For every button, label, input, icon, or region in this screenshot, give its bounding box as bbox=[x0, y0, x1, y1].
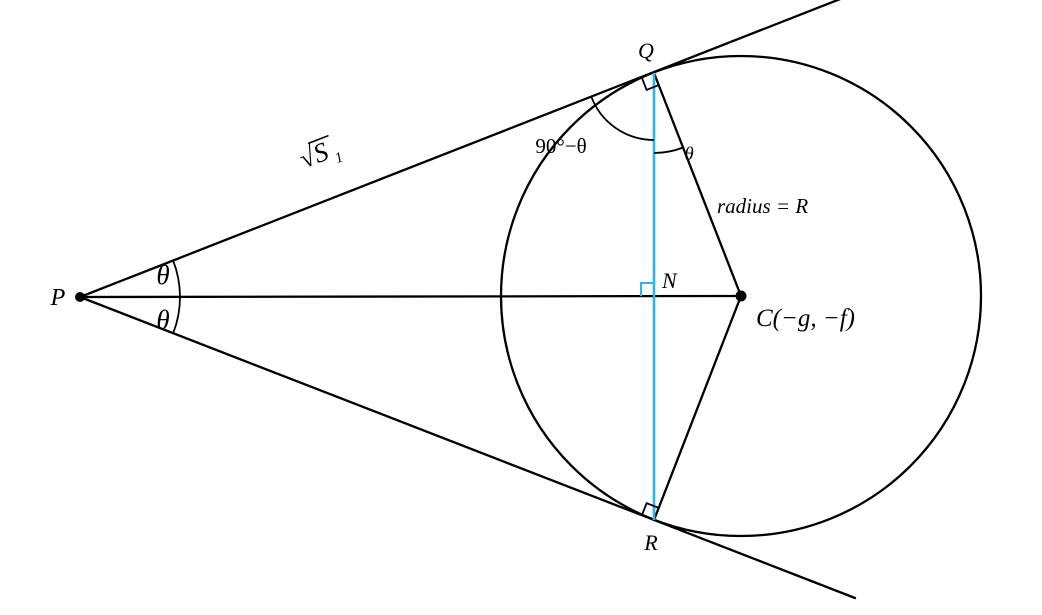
right-angle-mark-q bbox=[641, 77, 660, 92]
tangent-line-lower bbox=[78, 295, 857, 600]
angle-arc-theta-q bbox=[653, 146, 684, 154]
angle-label-theta-q: θ bbox=[684, 144, 693, 165]
point-label-q: Q bbox=[638, 38, 654, 63]
radius-cq bbox=[652, 71, 743, 298]
right-angle-mark-n bbox=[640, 282, 654, 296]
tangent-line-upper bbox=[78, 0, 841, 299]
angle-label-theta-lower: θ bbox=[156, 305, 169, 335]
angle-arc-p-lower bbox=[172, 296, 181, 334]
right-angle-mark-r bbox=[641, 502, 660, 516]
angle-arc-p-upper bbox=[172, 260, 181, 297]
label-sqrt-s1: √S 1 bbox=[295, 134, 346, 174]
angle-label-theta-upper: θ bbox=[156, 260, 169, 290]
angle-arc-90-minus-theta bbox=[590, 97, 655, 141]
point-label-r: R bbox=[643, 530, 658, 555]
point-c-dot bbox=[735, 290, 747, 302]
radius-label: radius = R bbox=[717, 194, 808, 218]
radius-cr bbox=[652, 294, 743, 522]
point-p-dot bbox=[75, 292, 85, 302]
point-label-c: C(−g, −f) bbox=[756, 305, 855, 332]
point-label-p: P bbox=[50, 285, 66, 311]
line-pc bbox=[78, 294, 743, 299]
sqrt-s1-subscript: 1 bbox=[333, 149, 346, 167]
point-label-n: N bbox=[661, 268, 678, 293]
sqrt-s1-vinculum bbox=[307, 134, 329, 145]
angle-label-90-minus-theta: 90°−θ bbox=[535, 134, 586, 158]
